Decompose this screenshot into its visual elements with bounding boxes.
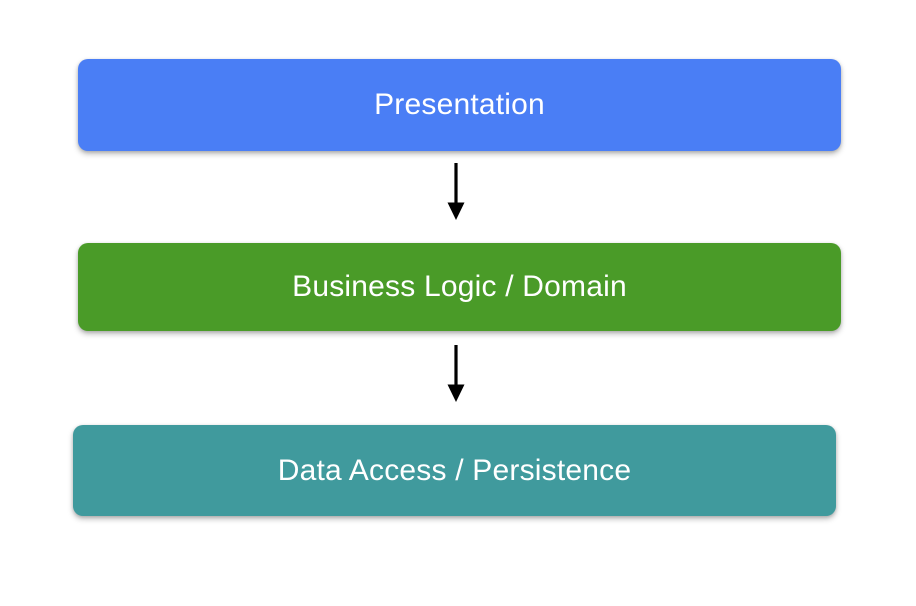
layer-label-presentation: Presentation [374,88,545,121]
layer-box-business-logic[interactable]: Business Logic / Domain [78,243,841,331]
layer-label-business-logic: Business Logic / Domain [292,270,627,303]
layer-label-data-access: Data Access / Persistence [277,453,632,487]
layer-box-presentation[interactable]: Presentation [78,59,841,151]
arrow-business-logic-to-data-access [447,345,465,403]
layer-box-data-access[interactable]: Data Access / Persistence [73,425,836,516]
arrow-presentation-to-business-logic [447,163,465,221]
